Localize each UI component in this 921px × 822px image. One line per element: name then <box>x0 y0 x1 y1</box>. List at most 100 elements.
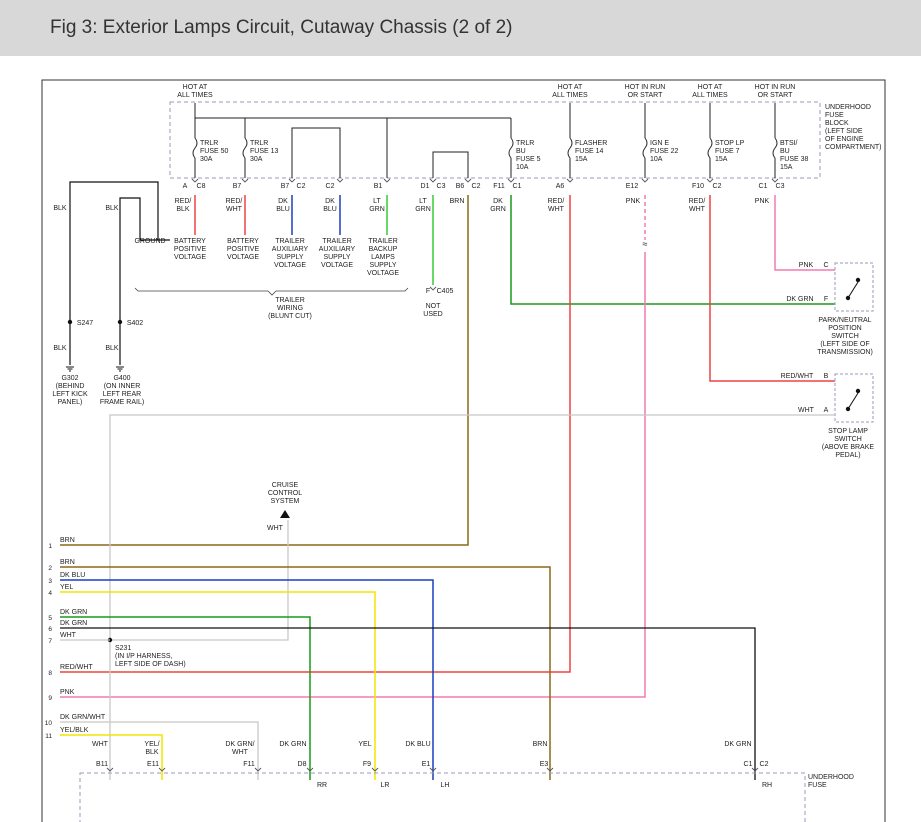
pin-label: C1 <box>759 183 768 190</box>
internal-jumper <box>291 127 341 178</box>
fuse-label: 15A <box>715 156 728 163</box>
function-label: VOLTAGE <box>367 270 399 277</box>
function-label: GROUND <box>134 238 165 245</box>
ground-label: G400 <box>113 375 130 382</box>
wire-color-label: BLK <box>145 749 159 756</box>
connector-mark <box>383 178 391 183</box>
stop-switch-label: (ABOVE BRAKE <box>822 444 874 451</box>
fuse-symbol <box>642 137 648 159</box>
function-label: TRAILER <box>368 238 398 245</box>
switch-pin: C <box>823 262 828 269</box>
splice-s402 <box>117 319 123 325</box>
pin-label: B7 <box>281 183 290 190</box>
fuse-symbol <box>567 137 573 159</box>
fuse-label: BU <box>516 148 526 155</box>
pin-label: C2 <box>297 183 306 190</box>
fuse-label: FUSE 5 <box>516 156 541 163</box>
function-label: VOLTAGE <box>321 262 353 269</box>
wire-color-label: RED/ <box>548 198 565 205</box>
function-label: SUPPLY <box>276 254 303 261</box>
fuse-label: FUSE 13 <box>250 148 279 155</box>
splice-location: LEFT SIDE OF DASH) <box>115 661 186 668</box>
connector-mark <box>371 767 379 772</box>
page-title: Fig 3: Exterior Lamps Circuit, Cutaway C… <box>50 17 513 38</box>
switch-contact <box>845 295 851 301</box>
title-bar: Fig 3: Exterior Lamps Circuit, Cutaway C… <box>0 0 921 56</box>
bottom-block-label: FUSE <box>808 782 827 789</box>
wire-color-label: WHT <box>689 206 706 213</box>
pin-label: D1 <box>421 183 430 190</box>
connector-mark <box>641 178 649 183</box>
function-label: LAMPS <box>371 254 395 261</box>
connector-mark <box>106 767 114 772</box>
wire-color-label: WHT <box>267 525 284 532</box>
wire-color-label: BLU <box>323 206 337 213</box>
wire-pnk <box>60 252 646 698</box>
switch-pin: A <box>824 407 829 414</box>
fuse-symbol <box>192 137 198 159</box>
bus-wire-label: DK GRN/WHT <box>60 714 106 721</box>
pin-label: D8 <box>298 761 307 768</box>
c405-label: C405 <box>437 288 454 295</box>
function-label: AUXILIARY <box>319 246 356 253</box>
function-label: BATTERY <box>174 238 206 245</box>
switch-contact <box>845 406 851 412</box>
pin-label: C3 <box>437 183 446 190</box>
bus-number: 5 <box>48 615 52 622</box>
bus-wire-label: YEL/BLK <box>60 727 89 734</box>
bus-wire-label: WHT <box>60 632 77 639</box>
cruise-label: CONTROL <box>268 490 302 497</box>
splice-location: (IN I/P HARNESS, <box>115 653 172 660</box>
wire-pnk <box>774 195 835 271</box>
fuse-label: TRLR <box>200 140 218 147</box>
connector-mark <box>429 767 437 772</box>
diagram-frame <box>41 79 886 822</box>
connector-mark <box>566 178 574 183</box>
wire-color-label: DK GRN <box>724 741 751 748</box>
hot-at-label: HOT AT <box>558 84 583 91</box>
bus-number: 4 <box>48 590 52 597</box>
ground-label: LEFT KICK <box>52 391 88 398</box>
pin-label: B11 <box>96 761 108 768</box>
wire-dk-grn <box>60 616 311 780</box>
stop-switch-box <box>834 373 874 423</box>
pin-label: C2 <box>472 183 481 190</box>
bus-wire-label: DK GRN <box>60 620 87 627</box>
hot-at-label: OR START <box>758 92 793 99</box>
function-label: SUPPLY <box>323 254 350 261</box>
connector-mark <box>158 767 166 772</box>
trailer-wiring-label: (BLUNT CUT) <box>268 313 312 320</box>
wire-blk <box>69 181 159 345</box>
switch-pin: B <box>824 373 829 380</box>
wire-color-label: BLK <box>53 205 67 212</box>
internal-jumper <box>432 151 469 178</box>
trailer-wiring-label: WIRING <box>277 305 303 312</box>
bus-number: 11 <box>45 733 52 740</box>
wire-color-label: DK <box>278 198 288 205</box>
function-label: VOLTAGE <box>274 262 306 269</box>
switch-wire-label: DK GRN <box>786 296 813 303</box>
wire-color-label: DK BLU <box>405 741 430 748</box>
pin-label: B1 <box>374 183 383 190</box>
wire-color-label: DK GRN/ <box>225 741 254 748</box>
fuse-block-box <box>169 101 821 179</box>
stop-switch-label: SWITCH <box>834 436 862 443</box>
wire-color-label: BLK <box>105 345 119 352</box>
fuse-label: FUSE 7 <box>715 148 740 155</box>
park-switch-label: PARK/NEUTRAL <box>818 317 871 324</box>
fuse-label: FUSE 38 <box>780 156 809 163</box>
pin-label: C2 <box>760 761 769 768</box>
connector-mark <box>306 767 314 772</box>
fuse-label: 15A <box>780 164 793 171</box>
bus-number: 6 <box>48 626 52 633</box>
bus-wire-label: BRN <box>60 537 75 544</box>
wire-color-label: BLK <box>105 205 119 212</box>
wire-color-label: DK <box>325 198 335 205</box>
cruise-label: SYSTEM <box>271 498 300 505</box>
function-label: AUXILIARY <box>272 246 309 253</box>
wire-dk-blu <box>60 579 434 780</box>
function-label: POSITIVE <box>227 246 260 253</box>
switch-blade <box>847 392 859 410</box>
bus-number: 8 <box>48 670 52 677</box>
wire-color-label: DK GRN <box>279 741 306 748</box>
